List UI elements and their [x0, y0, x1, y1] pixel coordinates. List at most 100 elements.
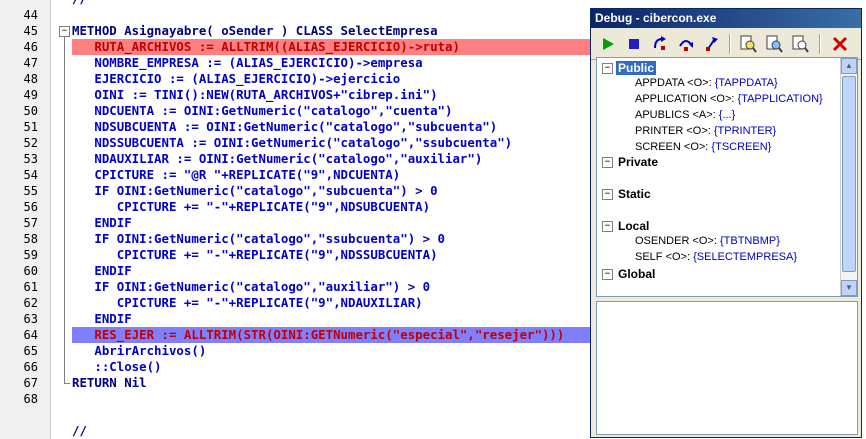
step-into-icon: [654, 36, 666, 50]
run-button[interactable]: [597, 33, 619, 55]
code-line[interactable]: IF OINI:GetNumeric("catalogo","auxiliar"…: [72, 279, 431, 294]
variable-item[interactable]: OSENDER <O>: {TBTNBMP}: [635, 234, 780, 248]
code-line[interactable]: ::Close(): [72, 359, 162, 374]
variable-value: {TBTNBMP}: [719, 235, 780, 247]
private-toggle[interactable]: −: [602, 157, 613, 168]
stop-button[interactable]: [623, 33, 645, 55]
code-line[interactable]: NDCUENTA := OINI:GetNumeric("catalogo","…: [72, 103, 453, 118]
code-comment: //: [72, 0, 87, 7]
line-number: 56: [23, 200, 38, 214]
step-over-button[interactable]: [675, 33, 697, 55]
variable-value: {TAPPDATA}: [714, 77, 778, 89]
code-line[interactable]: ENDIF: [72, 311, 132, 326]
code-line[interactable]: NDSUBCUENTA := OINI:GetNumeric("catalogo…: [72, 119, 498, 134]
line-number: 66: [23, 360, 38, 374]
step-out-icon: [706, 37, 718, 51]
variable-item[interactable]: APPLICATION <O>: {TAPPLICATION}: [635, 92, 823, 106]
code-line[interactable]: METHOD Asignayabre( oSender ) CLASS Sele…: [72, 23, 438, 38]
breakpoint-line-highlight: [72, 39, 592, 55]
code-line[interactable]: IF OINI:GetNumeric("catalogo","ssubcuent…: [72, 231, 445, 246]
code-line[interactable]: CPICTURE += "-"+REPLICATE("9",NDAUXILIAR…: [72, 295, 423, 310]
tree-node-public[interactable]: Public: [616, 61, 657, 75]
code-line[interactable]: EJERCICIO := (ALIAS_EJERCICIO)->ejercici…: [72, 71, 401, 86]
evaluate-button[interactable]: [789, 33, 811, 55]
line-number: 63: [23, 312, 38, 326]
tree-scrollbar[interactable]: ▲ ▼: [840, 58, 857, 296]
step-into-button[interactable]: [649, 33, 671, 55]
code-line[interactable]: ENDIF: [72, 215, 132, 230]
debug-window[interactable]: Debug - cibercon.exe: [590, 8, 862, 438]
code-line[interactable]: ENDIF: [72, 263, 132, 278]
code-line[interactable]: RUTA_ARCHIVOS := ALLTRIM((ALIAS_EJERCICI…: [72, 39, 460, 54]
debug-title: Debug - cibercon.exe: [595, 11, 717, 25]
inspect-icon: [740, 35, 757, 53]
toolbar-separator: [729, 34, 731, 54]
variable-value: {SELECTEMPRESA}: [693, 251, 798, 263]
code-line[interactable]: NDAUXILIAR := OINI:GetNumeric("catalogo"…: [72, 151, 483, 166]
fold-toggle[interactable]: −: [59, 26, 70, 37]
line-number: 65: [23, 344, 38, 358]
global-toggle[interactable]: −: [602, 269, 613, 280]
evaluate-icon: [792, 35, 809, 53]
variable-item[interactable]: APUBLICS <A>: {...}: [635, 108, 735, 122]
code-line[interactable]: RES_EJER := ALLTRIM(STR(OINI:GETNumeric(…: [72, 327, 565, 342]
close-button[interactable]: [829, 33, 851, 55]
variable-value: {TSCREEN}: [711, 141, 772, 153]
variable-name: APPDATA <O>:: [635, 77, 712, 89]
line-number: 51: [23, 120, 38, 134]
scroll-down-button[interactable]: ▼: [841, 280, 857, 296]
local-toggle[interactable]: −: [602, 221, 613, 232]
evaluate-pane[interactable]: [596, 301, 858, 435]
code-line[interactable]: NOMBRE_EMPRESA := (ALIAS_EJERCICIO)->emp…: [72, 55, 423, 70]
scroll-thumb[interactable]: [842, 76, 856, 272]
step-out-button[interactable]: [701, 33, 723, 55]
line-number: 55: [23, 184, 38, 198]
code-line[interactable]: CPICTURE += "-"+REPLICATE("9",NDSSUBCUEN…: [72, 247, 438, 262]
variable-item[interactable]: SCREEN <O>: {TSCREEN}: [635, 140, 771, 154]
variable-name: PRINTER <O>:: [635, 125, 711, 137]
scroll-up-button[interactable]: ▲: [841, 58, 857, 74]
variable-name: SELF <O>:: [635, 251, 691, 263]
code-line[interactable]: IF OINI:GetNumeric("catalogo","subcuenta…: [72, 183, 438, 198]
variable-value: {TPRINTER}: [713, 125, 777, 137]
variable-value: {TAPPLICATION}: [737, 93, 823, 105]
line-number: 62: [23, 296, 38, 310]
variables-tree[interactable]: − Public APPDATA <O>: {TAPPDATA} APPLICAT…: [596, 57, 858, 297]
inspect-button[interactable]: [737, 33, 759, 55]
code-line[interactable]: AbrirArchivos(): [72, 343, 207, 358]
code-line[interactable]: CPICTURE += "-"+REPLICATE("9",NDSUBCUENT…: [72, 199, 431, 214]
code-comment: //: [72, 423, 87, 438]
variable-item[interactable]: SELF <O>: {SELECTEMPRESA}: [635, 250, 797, 264]
code-line[interactable]: RETURN Nil: [72, 375, 147, 390]
static-toggle[interactable]: −: [602, 189, 613, 200]
run-icon: [603, 38, 614, 50]
tree-node-global[interactable]: Global: [618, 267, 656, 281]
public-toggle[interactable]: −: [602, 63, 613, 74]
variable-item[interactable]: APPDATA <O>: {TAPPDATA}: [635, 76, 778, 90]
line-number: 60: [23, 264, 38, 278]
debug-title-bar[interactable]: Debug - cibercon.exe: [591, 9, 861, 28]
line-number: 61: [23, 280, 38, 294]
close-icon: [832, 36, 848, 52]
watch-button[interactable]: [763, 33, 785, 55]
line-number: 57: [23, 216, 38, 230]
line-number: 49: [23, 88, 38, 102]
variable-name: APUBLICS <A>:: [635, 109, 716, 121]
tree-node-private[interactable]: Private: [618, 155, 659, 169]
code-line[interactable]: OINI := TINI():NEW(RUTA_ARCHIVOS+"cibrep…: [72, 87, 438, 102]
variable-item[interactable]: PRINTER <O>: {TPRINTER}: [635, 124, 776, 138]
variable-value: {...}: [718, 109, 736, 121]
line-number: 53: [23, 152, 38, 166]
variable-name: SCREEN <O>:: [635, 141, 709, 153]
line-number: 52: [23, 136, 38, 150]
line-number: 59: [23, 248, 38, 262]
line-number: 67: [23, 376, 38, 390]
code-line[interactable]: CPICTURE := "@R "+REPLICATE("9",NDCUENTA…: [72, 167, 401, 182]
tree-node-static[interactable]: Static: [618, 187, 651, 201]
tree-node-local[interactable]: Local: [618, 219, 650, 233]
toolbar-separator: [819, 34, 821, 54]
fold-end: [64, 383, 70, 384]
watch-icon: [766, 35, 783, 53]
code-line[interactable]: NDSSUBCUENTA := OINI:GetNumeric("catalog…: [72, 135, 513, 150]
